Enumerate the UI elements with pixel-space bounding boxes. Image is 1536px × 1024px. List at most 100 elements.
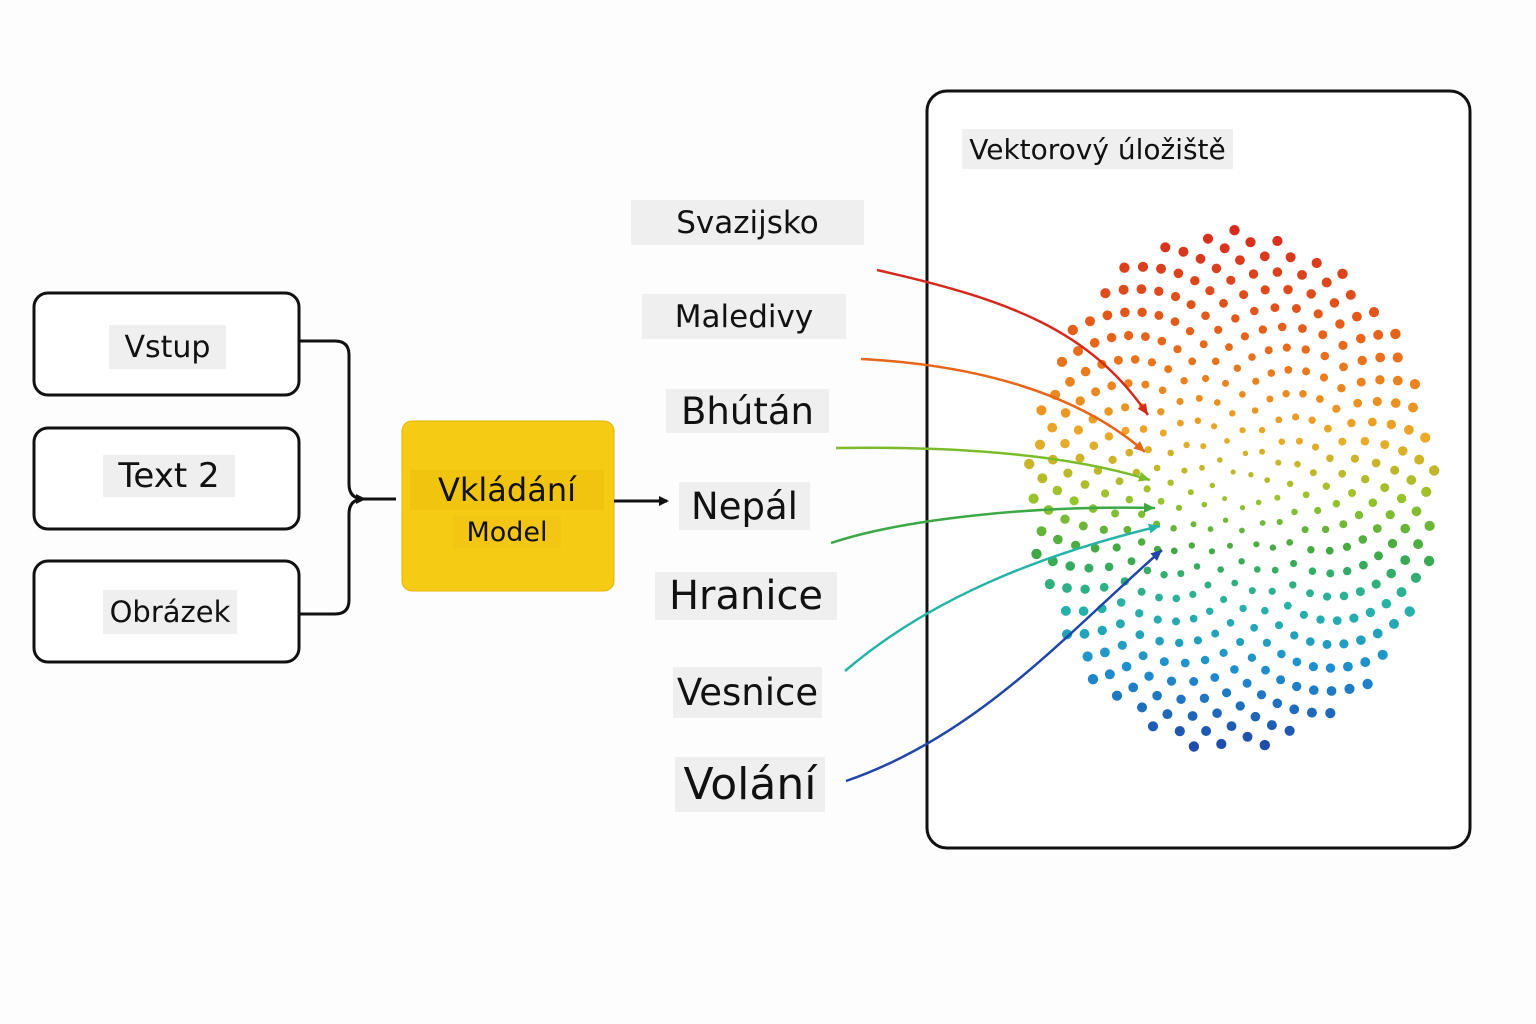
vector-point: [1176, 397, 1184, 406]
word-vector-arrowhead: [1143, 502, 1155, 513]
vector-point: [1309, 469, 1317, 477]
vector-point: [1277, 649, 1286, 659]
vector-point: [1144, 446, 1152, 454]
vector-point: [1342, 542, 1352, 552]
vector-point: [1187, 489, 1194, 496]
vector-point: [1155, 636, 1164, 646]
vector-point: [1201, 501, 1208, 508]
vector-point: [1271, 566, 1279, 574]
vector-point: [1189, 614, 1198, 623]
vector-point: [1078, 521, 1088, 531]
vector-point: [1248, 587, 1256, 595]
vector-point: [1115, 619, 1125, 629]
vector-point: [1284, 725, 1295, 736]
vector-point: [1127, 557, 1136, 566]
vector-point: [1338, 340, 1348, 350]
vector-point: [1390, 398, 1401, 408]
vector-point: [1116, 598, 1126, 607]
vector-point: [1104, 562, 1114, 572]
vector-point: [1242, 731, 1253, 742]
vector-point: [1060, 514, 1070, 524]
vector-point: [1200, 655, 1210, 665]
vector-point: [1155, 593, 1163, 602]
vector-point: [1031, 548, 1042, 560]
vector-point: [1044, 579, 1055, 590]
vector-point: [1185, 327, 1195, 336]
vector-point: [1229, 225, 1240, 236]
vector-point: [1080, 584, 1090, 594]
vector-point: [1268, 587, 1276, 595]
vector-point: [1292, 681, 1302, 692]
vector-point: [1390, 328, 1401, 340]
vector-point: [1295, 437, 1303, 445]
vector-point: [1028, 493, 1039, 504]
vector-point: [1272, 698, 1283, 709]
word-label-maledivy: Maledivy: [642, 294, 846, 339]
vector-point: [1332, 499, 1341, 508]
vector-point: [1115, 477, 1124, 486]
vector-point: [1276, 675, 1286, 685]
vector-point: [1158, 386, 1167, 395]
vector-point: [1275, 416, 1283, 424]
vector-point: [1259, 448, 1266, 455]
vector-point: [1170, 291, 1181, 302]
vector-point: [1371, 579, 1381, 589]
vector-point: [1219, 243, 1230, 254]
vector-point: [1239, 290, 1249, 300]
vector-point: [1120, 577, 1130, 586]
vector-point: [1269, 544, 1277, 551]
vector-point: [1298, 324, 1307, 333]
vector-point: [1325, 546, 1334, 555]
vector-point: [1259, 739, 1271, 751]
vector-point: [1173, 345, 1182, 354]
vector-point: [1183, 441, 1190, 449]
vector-point: [1211, 423, 1218, 430]
vector-point: [1173, 268, 1184, 279]
vector-point: [1147, 721, 1159, 732]
word-vector-arrowhead: [1133, 441, 1145, 452]
vector-point: [1242, 678, 1252, 688]
vector-point: [1189, 590, 1197, 599]
vector-point: [1174, 726, 1185, 737]
vector-point: [1329, 298, 1340, 308]
vector-point: [1250, 623, 1258, 632]
vector-point: [1404, 606, 1415, 617]
vector-point: [1429, 465, 1440, 476]
vector-point: [1377, 649, 1388, 660]
vector-point: [1062, 629, 1073, 640]
vector-point: [1239, 427, 1246, 434]
vector-point: [1337, 268, 1348, 279]
vector-point: [1339, 520, 1348, 529]
vector-point: [1284, 366, 1293, 374]
vector-point: [1289, 581, 1297, 589]
vector-point: [1189, 677, 1199, 686]
vector-point: [1266, 395, 1274, 403]
vector-point: [1222, 517, 1229, 523]
vector-point: [1282, 343, 1291, 352]
word-label-vesnice: Vesnice: [673, 667, 822, 718]
vector-point: [1321, 525, 1330, 534]
vector-point: [1231, 314, 1240, 323]
vector-point: [1154, 286, 1164, 296]
vector-point: [1230, 665, 1239, 674]
vector-point: [1104, 407, 1113, 416]
vector-point: [1121, 426, 1130, 435]
vector-point: [1339, 362, 1348, 372]
vector-point: [1170, 525, 1177, 532]
vector-point: [1261, 606, 1269, 615]
word-vector-curve: [860, 357, 1146, 453]
vector-point: [1120, 307, 1130, 318]
vector-point: [1178, 246, 1189, 257]
vector-point: [1297, 270, 1307, 280]
word-vector-arrowhead: [1138, 471, 1150, 482]
vector-point: [1261, 665, 1270, 675]
vector-point: [1052, 485, 1063, 496]
vector-point: [1060, 438, 1070, 449]
vector-point: [1230, 469, 1236, 475]
vector-point: [1319, 373, 1329, 382]
vector-point: [1143, 485, 1151, 493]
vector-point: [1208, 548, 1215, 555]
vector-point: [1141, 380, 1150, 389]
vector-point: [1274, 494, 1281, 501]
vector-point: [1063, 468, 1073, 478]
